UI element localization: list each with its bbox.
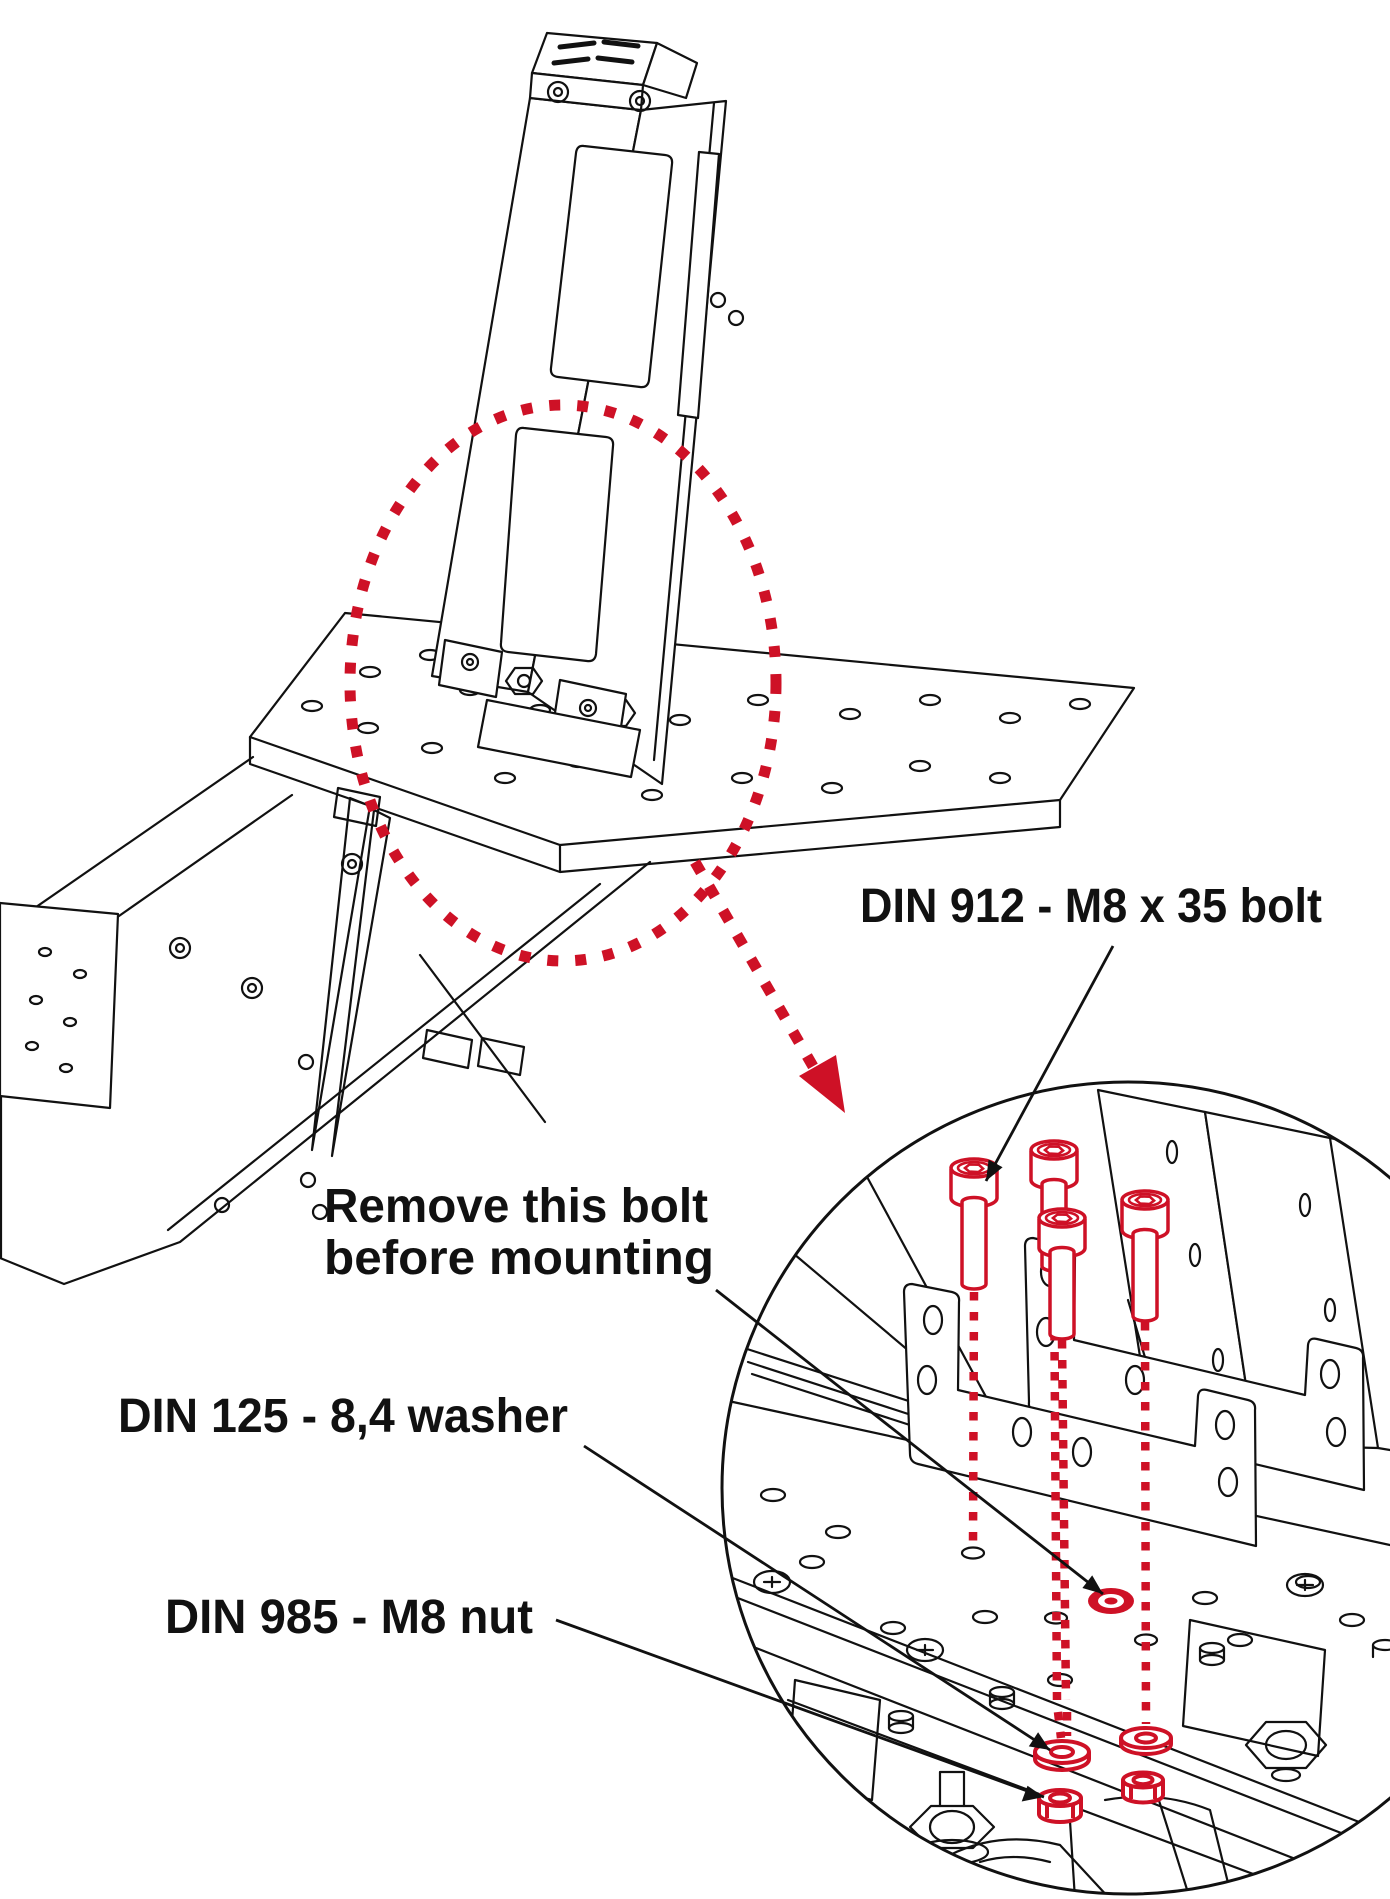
leader-line-washer: [583, 1444, 1051, 1752]
label-remove-bolt-line2: before mounting: [324, 1232, 714, 1285]
bolt-axis-dotted-lines: [968, 1271, 1151, 1739]
main-assembly-art: [0, 31, 1136, 1286]
remove-bolt-marker: [1088, 1588, 1134, 1614]
leader-line-remove-bolt: [715, 1288, 1104, 1596]
din912-bolt-icon: [949, 1157, 999, 1291]
label-remove-bolt-line1: Remove this bolt: [324, 1180, 708, 1233]
detail-view-art: [728, 1088, 1390, 1894]
bracket-arm-art: [430, 31, 745, 786]
leader-line-bolt: [984, 945, 1115, 1182]
din985-nut-icon: [1037, 1788, 1083, 1824]
zoom-callout-ellipse: [344, 399, 782, 967]
leader-line-nut: [555, 1618, 1045, 1802]
detail-clip-circle: [720, 1080, 1390, 1896]
label-din912-bolt: DIN 912 - M8 x 35 bolt: [860, 880, 1322, 933]
label-din125-washer: DIN 125 - 8,4 washer: [118, 1390, 568, 1443]
callout-leader-lines: [555, 945, 1115, 1802]
zoom-callout-arrow: [690, 859, 845, 1113]
din125-washer-icon: [1119, 1726, 1173, 1756]
label-din985-nut: DIN 985 - M8 nut: [165, 1591, 533, 1644]
din125-washer-icon: [1033, 1739, 1091, 1772]
mounting-plate-art: [248, 611, 1136, 1077]
detail-front-plate: [902, 1282, 1258, 1548]
din985-nut-icon: [1121, 1770, 1165, 1805]
